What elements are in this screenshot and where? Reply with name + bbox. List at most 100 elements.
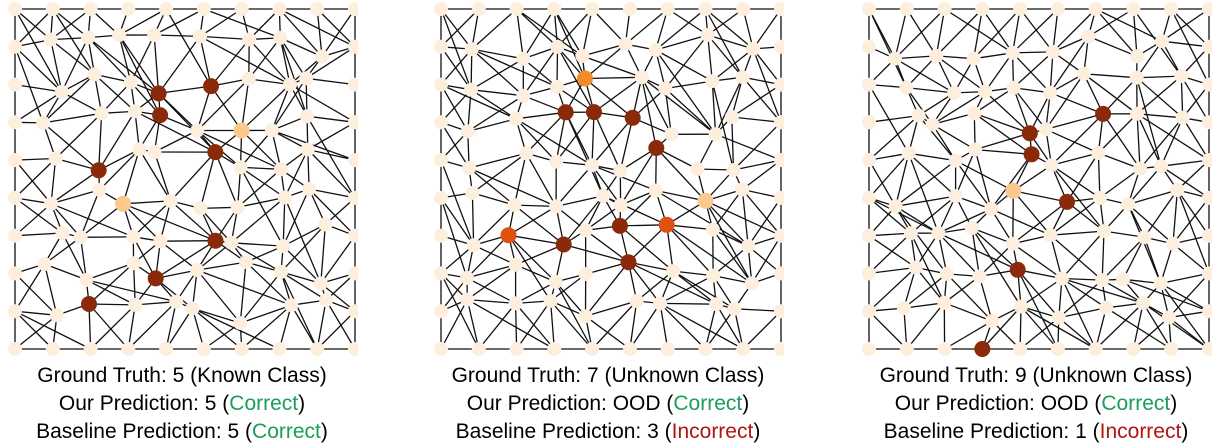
graph-node <box>274 264 288 279</box>
graph-node <box>774 39 784 54</box>
graph-edge <box>271 84 291 131</box>
graph-edge <box>733 159 782 171</box>
graph-edge <box>14 46 44 124</box>
graph-edge <box>43 263 58 316</box>
graph-edge <box>1058 279 1103 319</box>
graph-edge <box>894 153 910 207</box>
graph-edge <box>514 303 518 350</box>
graph-node <box>618 37 633 52</box>
graph-edge <box>1095 8 1163 42</box>
graph-edge <box>87 37 132 83</box>
graph-edge <box>516 300 552 350</box>
graph-node <box>126 229 141 244</box>
graph-edge <box>98 110 136 171</box>
graph-edge <box>515 111 566 120</box>
graph-edge <box>667 8 709 36</box>
graph-node <box>434 115 448 130</box>
graph-edge <box>655 49 717 135</box>
graph-node <box>193 29 207 44</box>
graph-node <box>1133 161 1147 176</box>
graph-edge <box>984 91 1031 134</box>
graph-edge <box>1017 269 1060 319</box>
graph-edge <box>196 242 232 271</box>
graph-node <box>706 268 721 283</box>
graph-edge <box>655 34 708 51</box>
graph-node <box>313 276 328 291</box>
graph-node <box>634 70 649 85</box>
graph-node <box>87 67 102 82</box>
graph-node <box>862 2 876 16</box>
graph-node <box>509 342 524 356</box>
graph-edge <box>515 264 556 283</box>
graph-node <box>888 51 902 66</box>
graph-node <box>92 182 107 197</box>
graph-node <box>903 226 918 241</box>
graph-edge <box>14 310 54 350</box>
graph-edge <box>627 261 661 304</box>
graph-node <box>434 2 448 16</box>
graph-node <box>967 106 982 121</box>
graph-edge <box>734 308 782 312</box>
graph-edge <box>1136 40 1163 79</box>
graph-node <box>1154 159 1169 174</box>
graph-node <box>277 190 292 205</box>
graph-edge <box>973 8 983 59</box>
graph-edge <box>86 279 177 303</box>
graph-node <box>276 239 291 254</box>
graph-edge <box>664 88 717 135</box>
graph-edge <box>946 273 993 322</box>
graph-edge <box>1050 164 1105 232</box>
graph-node <box>1164 342 1179 356</box>
graph-node <box>984 202 999 216</box>
graph-node <box>964 221 979 235</box>
graph-edge <box>620 147 657 206</box>
graph-edge <box>584 43 626 79</box>
graph-edge <box>1142 302 1210 350</box>
graph-edge <box>582 43 626 57</box>
graph-node <box>45 342 60 356</box>
graph-node <box>578 267 593 282</box>
graph-node <box>1202 304 1212 319</box>
graph-edge <box>118 8 167 36</box>
graph-node <box>937 295 952 310</box>
graph-edge <box>14 232 63 237</box>
baseline-prediction-status: Incorrect <box>671 420 754 443</box>
graph-edge <box>868 152 910 199</box>
graph-edge <box>50 203 134 238</box>
graph-edge <box>1097 152 1101 198</box>
graph-edge <box>707 34 754 50</box>
graph-node <box>1137 230 1152 245</box>
graph-3 <box>862 2 1212 357</box>
graph-edge <box>440 46 472 91</box>
graph-edge <box>1136 75 1182 79</box>
graph-edge <box>214 151 239 208</box>
graph-nodes <box>434 2 784 356</box>
graph-node <box>899 342 914 356</box>
graph-edge <box>1105 307 1172 350</box>
graph-edge <box>563 195 604 245</box>
graph-edge <box>550 300 593 350</box>
our-prediction-line: Our Prediction: 5 (Correct) <box>58 392 306 415</box>
graph-node <box>310 342 325 356</box>
graph-node <box>159 342 174 356</box>
graph-node-highlighted <box>1023 146 1040 163</box>
graph-node <box>224 235 239 250</box>
graph-edge <box>280 223 326 273</box>
graph-node <box>128 297 143 312</box>
graph-edge <box>932 112 975 126</box>
graph-edge <box>906 86 955 94</box>
graph-node <box>1121 197 1136 212</box>
ground-truth-line: Ground Truth: 9 (Unknown Class) <box>879 364 1193 387</box>
graph-edge <box>165 308 194 350</box>
graph-edge <box>974 112 1031 134</box>
graph-node <box>508 296 523 311</box>
graph-edge <box>707 34 744 78</box>
graph-node <box>901 146 916 161</box>
graph-edge <box>14 272 58 316</box>
graph-edge <box>473 244 516 266</box>
graph-node <box>1092 190 1107 205</box>
graph-edge <box>868 267 917 312</box>
graph-edge <box>508 234 564 246</box>
graph-edge <box>1051 164 1101 199</box>
graph-edge <box>894 8 946 60</box>
